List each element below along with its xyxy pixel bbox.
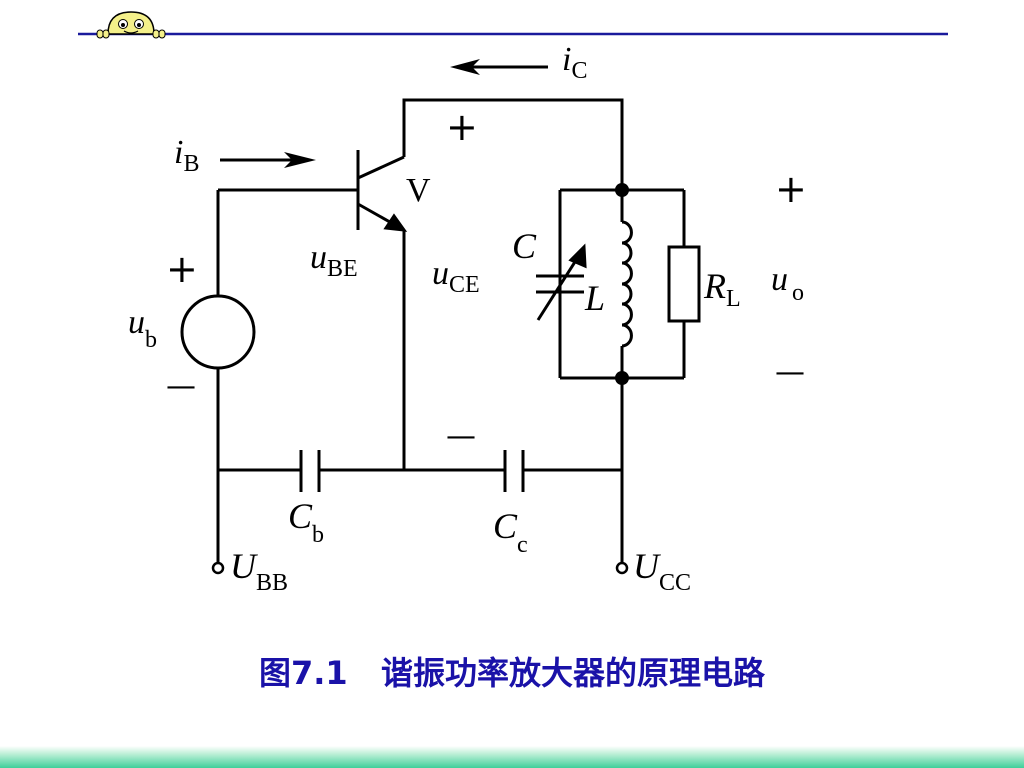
terminal-ucc [615,561,629,575]
label-ubb: UBB [230,546,288,596]
label-uce: uCE [432,255,480,298]
label-ube: uBE [310,239,358,282]
label-capacitor-c: C [512,226,537,266]
capacitor-cb-symbol [299,450,321,492]
label-cb: Cb [288,496,324,548]
plus-uce: + [446,105,478,149]
plus-ub: + [166,247,198,291]
minus-ub: — [166,369,196,404]
mascot-icon [96,11,166,39]
label-inductor-l: L [584,278,605,318]
circuit-wires [216,98,686,566]
ib-arrow-icon [220,152,316,168]
inductor-symbol [621,220,633,348]
transistor-symbol [356,150,408,232]
figure-caption: 图7.1 谐振功率放大器的原理电路 [258,654,766,692]
label-transistor-v: V [406,172,431,209]
minus-uce: — [446,419,476,454]
plus-uo: + [775,167,807,211]
label-ib: iB [174,134,199,177]
ic-arrow-icon [450,59,548,75]
load-resistor-symbol [667,245,701,323]
signal-source-symbol [180,294,256,370]
capacitor-cc-symbol [503,450,525,492]
label-cc: Cc [493,506,528,558]
label-ucc: UCC [633,546,691,596]
junction-dot-top [615,183,629,197]
bottom-gradient-band [0,746,1024,768]
label-ic: iC [562,41,587,84]
label-ub: ub [128,304,157,353]
label-rl: RL [703,266,741,312]
variable-capacitor-symbol [536,243,587,321]
terminal-ubb [211,561,225,575]
minus-uo: — [775,355,805,390]
junction-dot-bottom [615,371,629,385]
